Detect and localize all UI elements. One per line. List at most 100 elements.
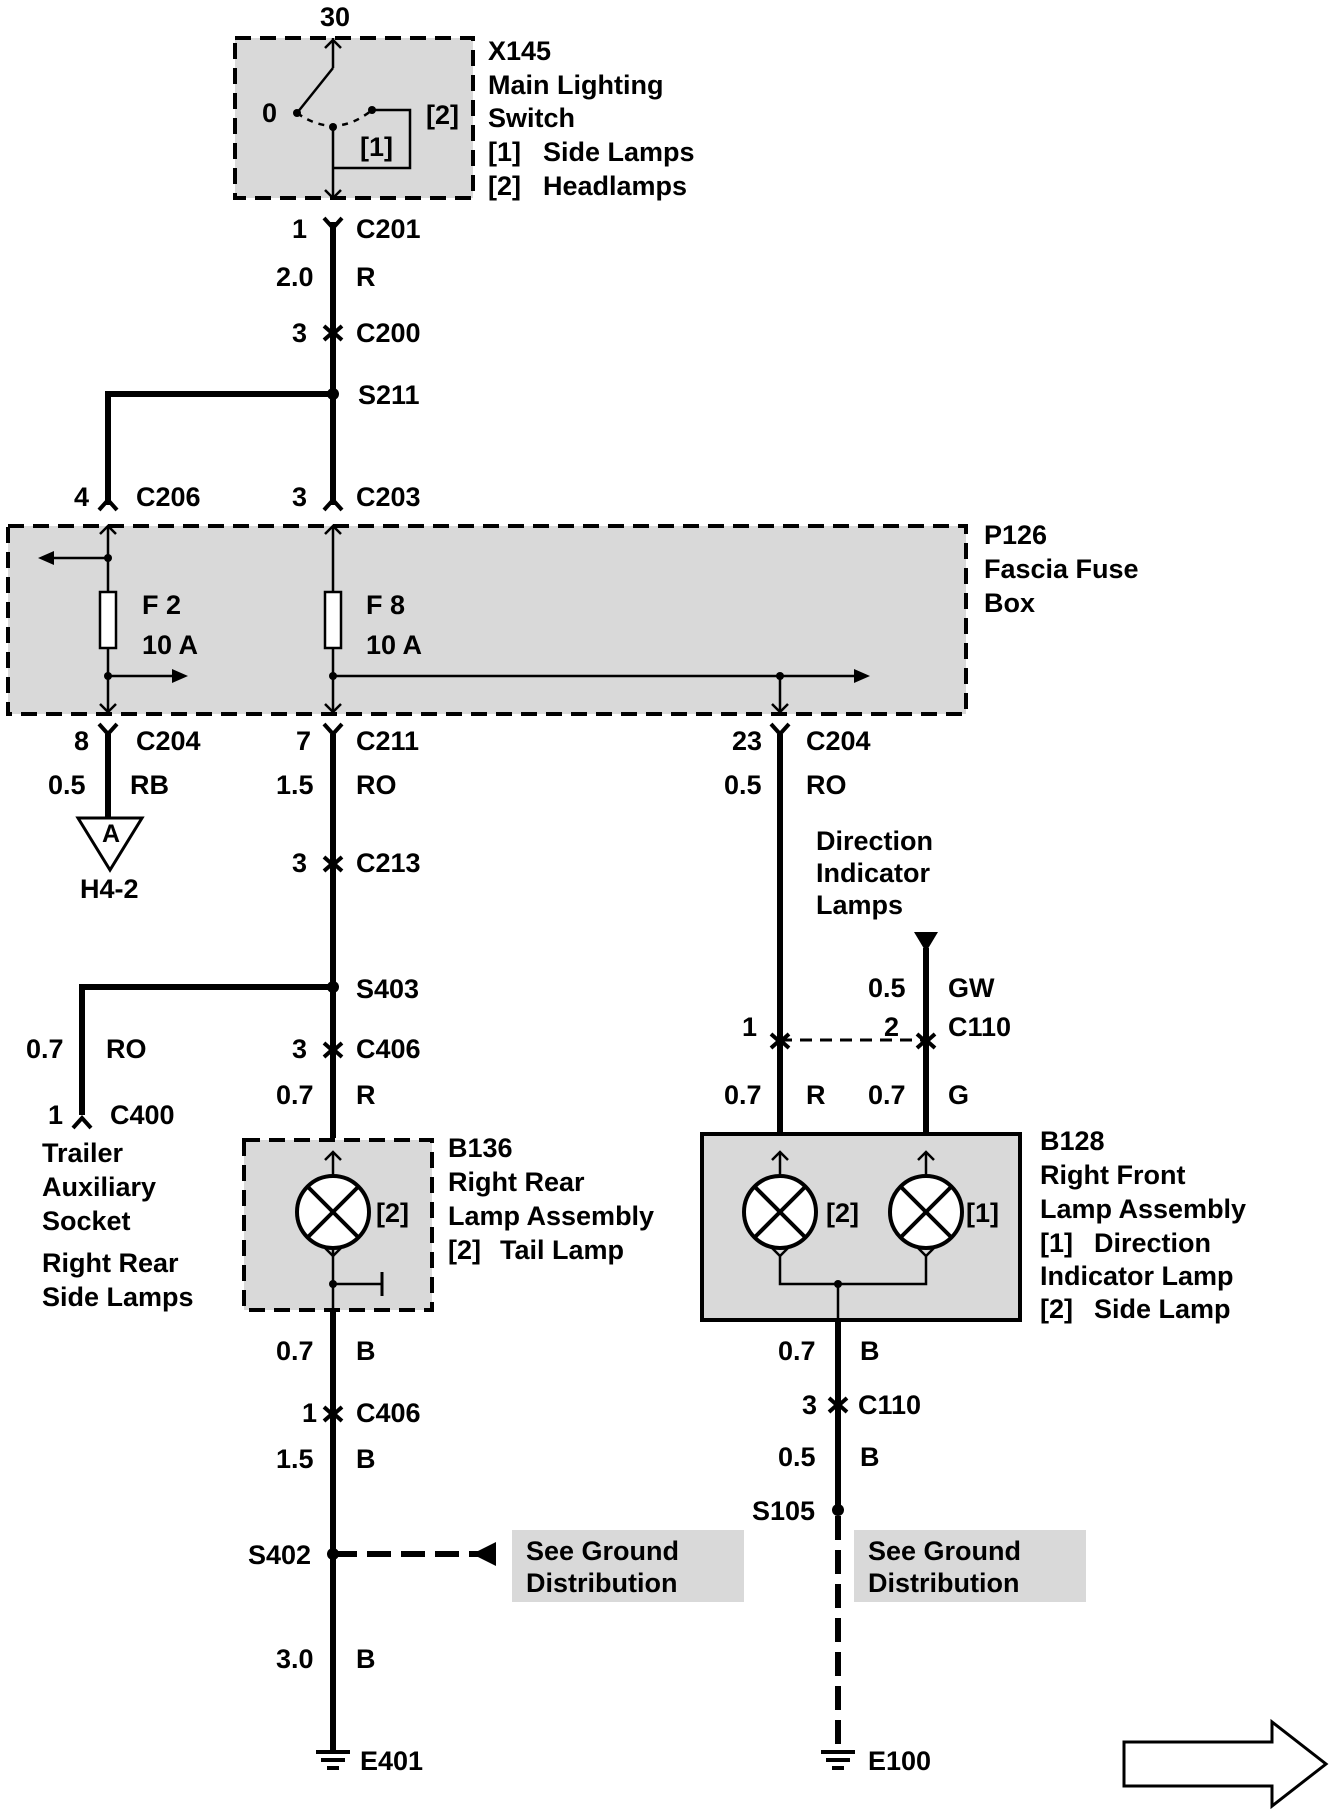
c406-label: C406 xyxy=(356,1034,421,1064)
switch-position-2: [2] xyxy=(426,100,459,130)
center-wire-color: RO xyxy=(356,770,397,800)
right-branch: 23 C204 0.5 RO Direction Indicator Lamps… xyxy=(724,722,1011,1138)
main-wire-color: R xyxy=(356,262,376,292)
direction-note-3: Lamps xyxy=(816,890,903,920)
trailer-line5: Side Lamps xyxy=(42,1282,194,1312)
c211-label: C211 xyxy=(356,726,419,756)
s402-label: S402 xyxy=(248,1540,311,1570)
c201-pin: 1 xyxy=(292,214,307,244)
right-wire-color: RO xyxy=(806,770,847,800)
c203-label: C203 xyxy=(356,482,421,512)
left-wire-size: 0.5 xyxy=(48,770,86,800)
c110-pin1: 1 xyxy=(742,1012,757,1042)
b128-note1a: Direction xyxy=(1094,1228,1211,1258)
c206-pin: 4 xyxy=(74,482,89,512)
right-ground-size2: 0.5 xyxy=(778,1442,816,1472)
right-ground-color2: B xyxy=(860,1442,880,1472)
b128-line1: Right Front xyxy=(1040,1160,1185,1190)
switch-note2-key: [2] xyxy=(488,171,521,201)
trailer-line4: Right Rear xyxy=(42,1248,179,1278)
see-ground-left-2[interactable]: Distribution xyxy=(526,1568,677,1598)
c200-label: C200 xyxy=(356,318,421,348)
b136-id: B136 xyxy=(448,1133,513,1163)
left-wire-color: RB xyxy=(130,770,169,800)
see-ground-right-1[interactable]: See Ground xyxy=(868,1536,1021,1566)
fuse-f8-name: F 8 xyxy=(366,590,405,620)
switch-position-1: [1] xyxy=(360,132,393,162)
see-ground-box-right xyxy=(854,1530,1086,1602)
c201-label: C201 xyxy=(356,214,421,244)
fuse-f2-name: F 2 xyxy=(142,590,181,620)
fuse-box-name-line2: Box xyxy=(984,588,1035,618)
reference-page[interactable]: H4-2 xyxy=(80,874,139,904)
fuse-box-outline xyxy=(6,524,968,716)
see-ground-box-left xyxy=(512,1530,744,1602)
b128-note1b: Indicator Lamp xyxy=(1040,1261,1234,1291)
center-ground-size2: 1.5 xyxy=(276,1444,314,1474)
b128-line2: Lamp Assembly xyxy=(1040,1194,1246,1224)
switch-arm xyxy=(296,67,334,114)
c213-pin: 3 xyxy=(292,848,307,878)
lamp-left-wire-color: R xyxy=(806,1080,826,1110)
center-ground-c406: C406 xyxy=(356,1398,421,1428)
trailer-line3: Socket xyxy=(42,1206,131,1236)
main-wire-size: 2.0 xyxy=(276,262,314,292)
c213-label: C213 xyxy=(356,848,421,878)
reference-letter: A xyxy=(102,820,120,848)
see-ground-right-2[interactable]: Distribution xyxy=(868,1568,1019,1598)
switch-name-line2: Switch xyxy=(488,103,575,133)
center-branch: 7 C211 1.5 RO 3 C213 S403 3 C406 0.7 R 0… xyxy=(26,722,421,1312)
switch-note2: Headlamps xyxy=(543,171,687,201)
center-wire-size-2: 0.7 xyxy=(276,1080,314,1110)
trailer-line1: Trailer xyxy=(42,1138,124,1168)
trailer-line2: Auxiliary xyxy=(42,1172,156,1202)
right-ground-color1: B xyxy=(860,1336,880,1366)
center-ground-circuit: 0.7 B 1 C406 1.5 B S402 See Ground Distr… xyxy=(248,1310,744,1776)
center-ground-color3: B xyxy=(356,1644,376,1674)
c211-pin: 7 xyxy=(296,726,311,756)
switch-note1: Side Lamps xyxy=(543,137,695,167)
right-front-lamp-assembly: [2] [1] B128 Right Front Lamp Assembly [… xyxy=(700,1126,1246,1324)
see-ground-left-1[interactable]: See Ground xyxy=(526,1536,679,1566)
right-ground-c110: C110 xyxy=(858,1390,921,1420)
c110-label: C110 xyxy=(948,1012,1011,1042)
right-c204-label: C204 xyxy=(806,726,871,756)
trailer-wire-size: 0.7 xyxy=(26,1034,64,1064)
s105-label: S105 xyxy=(752,1496,815,1526)
s211-label: S211 xyxy=(358,380,420,410)
s105-splice xyxy=(832,1504,844,1516)
center-ground-size1: 0.7 xyxy=(276,1336,314,1366)
direction-lamp-key: [1] xyxy=(966,1198,999,1228)
center-ground-c406-pin: 1 xyxy=(302,1398,317,1428)
lamp-right-wire-color: G xyxy=(948,1080,969,1110)
fuse-f8-rating: 10 A xyxy=(366,630,422,660)
main-feed-wire: 1 C201 2.0 R 3 C200 S211 4 C206 3 C203 xyxy=(74,214,421,512)
b128-note2: Side Lamp xyxy=(1094,1294,1231,1324)
b128-note2-key: [2] xyxy=(1040,1294,1073,1324)
fuse-box-name-line1: Fascia Fuse xyxy=(984,554,1139,584)
left-c204-label: C204 xyxy=(136,726,201,756)
s403-label: S403 xyxy=(356,974,419,1004)
tail-lamp-key: [2] xyxy=(376,1198,409,1228)
center-ground-color1: B xyxy=(356,1336,376,1366)
switch-note1-key: [1] xyxy=(488,137,521,167)
fuse-box-id: P126 xyxy=(984,520,1047,550)
switch-box xyxy=(233,36,475,200)
b128-id: B128 xyxy=(1040,1126,1105,1156)
main-lighting-switch: 30 0 [1] [2] X145 Main Lighting Switch [… xyxy=(233,2,695,201)
fuse-f2 xyxy=(98,590,118,650)
c400-label: C400 xyxy=(110,1100,175,1130)
side-lamp-key: [2] xyxy=(826,1198,859,1228)
direction-note-2: Indicator xyxy=(816,858,931,888)
center-ground-size3: 3.0 xyxy=(276,1644,314,1674)
left-branch: 8 C204 0.5 RB A H4-2 xyxy=(48,722,201,904)
gw-wire-size: 0.5 xyxy=(868,973,906,1003)
center-wire-color-2: R xyxy=(356,1080,376,1110)
b136-line2: Lamp Assembly xyxy=(448,1201,654,1231)
trailer-wire-color: RO xyxy=(106,1034,147,1064)
b136-line1: Right Rear xyxy=(448,1167,585,1197)
next-page-arrow-icon[interactable] xyxy=(1122,1718,1329,1810)
fuse-f2-rating: 10 A xyxy=(142,630,198,660)
center-ground-color2: B xyxy=(356,1444,376,1474)
switch-id: X145 xyxy=(488,36,551,66)
